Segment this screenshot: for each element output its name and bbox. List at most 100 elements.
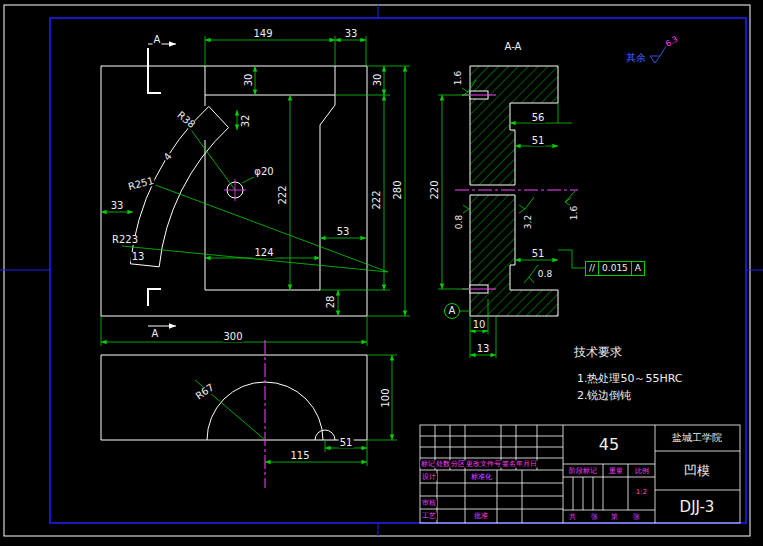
section-dimensions (438, 95, 585, 358)
drawing-stroke (50, 18, 746, 523)
dimension: 33 (344, 29, 359, 39)
drawing-stroke (563, 477, 655, 478)
table-cell: 审核 (421, 499, 437, 506)
drawing-stroke (159, 128, 228, 267)
front-view (101, 48, 367, 316)
radius-dimension: R67 (193, 382, 217, 403)
front-dimensions (101, 36, 410, 346)
drawing-stroke (205, 66, 206, 106)
table-cell: 标记 (420, 461, 436, 468)
drawing-stroke (462, 80, 476, 96)
drawing-stroke (573, 477, 574, 510)
roughness-note: 其余 (625, 53, 647, 63)
drawing-stroke (378, 523, 379, 536)
dimension: 56 (531, 113, 546, 123)
drawing-stroke (470, 316, 471, 358)
drawing-stroke (378, 5, 379, 18)
material: 45 (598, 437, 620, 453)
table-cell: 设计 (421, 473, 437, 480)
sheet-frame (0, 5, 763, 536)
drawing-stroke (101, 212, 133, 213)
roughness-value: 3.2 (524, 214, 533, 230)
roughness-value: 0.8 (455, 214, 464, 230)
section-mark: A (151, 329, 160, 339)
dimension: 124 (253, 248, 274, 258)
drawing-stroke (628, 464, 629, 510)
tolerance-frame: //0.015A (585, 261, 645, 276)
dimension: 33 (110, 201, 125, 211)
dimension: 28 (326, 295, 336, 310)
roughness-value: 1.6 (454, 70, 463, 86)
drawing-stroke (563, 425, 564, 523)
drawing-stroke (384, 66, 385, 95)
drawing-stroke (148, 48, 161, 93)
drawing-stroke (593, 477, 594, 510)
drawing-stroke (420, 436, 563, 437)
drawing-stroke (265, 340, 266, 488)
table-cell: 张 (632, 513, 641, 520)
drawing-stroke (290, 95, 291, 290)
table-cell: 张 (590, 513, 599, 520)
table-cell: 标准化 (470, 473, 493, 480)
section-mark: A (153, 35, 162, 45)
dimension: 51 (339, 438, 354, 448)
datum-letter: A (449, 305, 456, 316)
radius-dimension: R38 (174, 109, 197, 131)
drawing-stroke (205, 95, 335, 96)
table-cell: 批准 (473, 513, 489, 520)
dimension: 30 (373, 73, 383, 88)
dimension: 51 (531, 249, 546, 259)
drawing-stroke (558, 250, 585, 268)
drawing-stroke (437, 470, 438, 523)
dimension: 300 (222, 332, 243, 342)
drawing-stroke (205, 36, 206, 66)
drawing-stroke (384, 95, 385, 290)
drawing-stroke (522, 470, 523, 523)
note-line: 2.锐边倒钝 (576, 390, 633, 401)
table-cell: 更改文件号 (465, 461, 502, 468)
drawing-stroke (488, 299, 489, 334)
drawing-stroke (315, 430, 335, 440)
table-cell: 年月日 (515, 461, 538, 468)
drawing-stroke (655, 451, 740, 452)
roughness-symbols (462, 40, 670, 283)
roughness-value: 6.3 (664, 35, 681, 49)
drawing-stroke (420, 458, 563, 459)
section-title: A-A (504, 42, 523, 52)
datum-symbol: A (444, 303, 460, 319)
datum-outline (445, 304, 460, 319)
drawing-stroke (0, 270, 50, 271)
drawing-stroke (325, 440, 326, 452)
plan-view (101, 340, 367, 488)
drawing-stroke (463, 205, 469, 213)
drawing-stroke (255, 66, 256, 95)
drawing-stroke (242, 176, 256, 183)
drawing-stroke (420, 496, 563, 497)
drawing-stroke (367, 316, 368, 346)
drawing-stroke (148, 289, 161, 306)
table-cell: 工艺 (421, 513, 437, 520)
drawing-stroke (420, 509, 563, 510)
drawing-stroke (470, 331, 488, 332)
drawing-number: DJJ-3 (679, 500, 716, 515)
drawing-stroke (465, 425, 466, 523)
note-line: 1.热处理50～55HRC (576, 373, 684, 384)
drawing-stroke (265, 462, 367, 463)
table-cell: 重量 (608, 467, 624, 474)
table-cell: 比例 (634, 467, 650, 474)
dimension: 32 (241, 114, 251, 129)
roughness-value: 1.6 (570, 205, 579, 221)
drawing-stroke (565, 191, 575, 206)
drawing-stroke (558, 103, 559, 123)
dimension: 149 (252, 29, 273, 39)
table-cell: 分区 (450, 461, 466, 468)
drawing-stroke (455, 190, 578, 191)
drawing-stroke (655, 425, 656, 523)
dimension: 10 (472, 320, 487, 330)
drawing-stroke (367, 316, 410, 317)
roughness-value: 0.8 (537, 270, 553, 279)
notes-heading: 技术要求 (573, 346, 623, 358)
dimension: 4 (161, 151, 174, 164)
radius-dimension: R223 (111, 235, 139, 245)
dimension: 280 (393, 179, 403, 200)
